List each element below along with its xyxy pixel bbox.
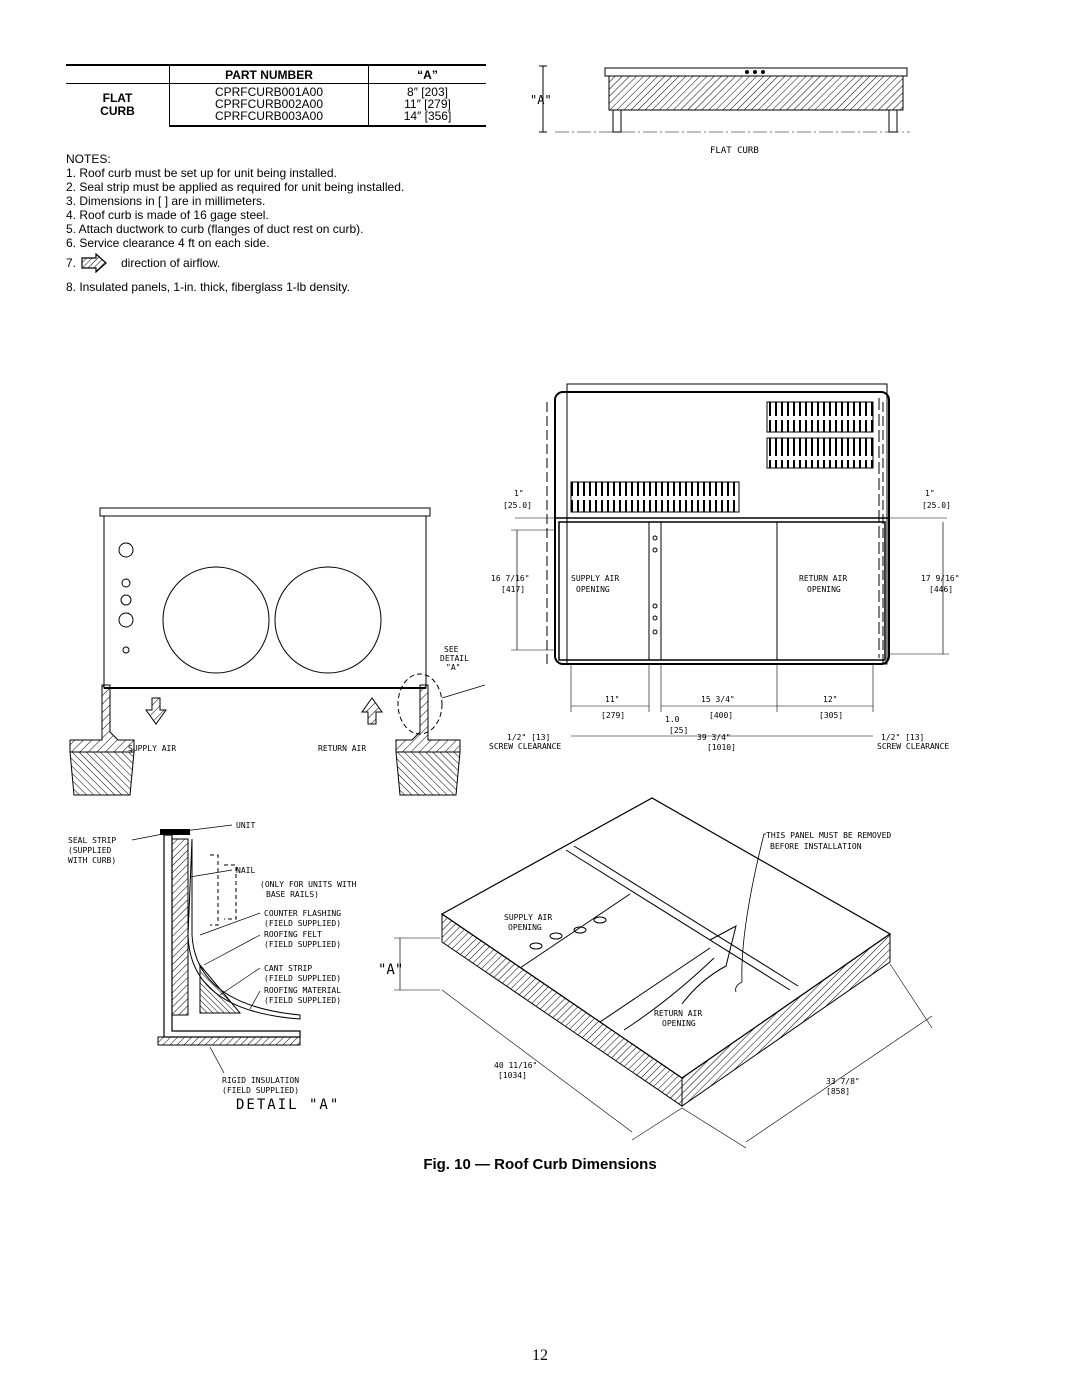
table-header-part: PART NUMBER (169, 64, 369, 84)
detail-felt-1: ROOFING FELT (264, 930, 322, 939)
detail-only-1: (ONLY FOR UNITS WITH (260, 880, 357, 889)
see-detail-2: DETAIL (440, 654, 469, 663)
plan-dim-11-2: [279] (601, 711, 625, 720)
iso-dim-33-1: 33 7/8" (826, 1077, 860, 1086)
iso-return-1: RETURN AIR (654, 1009, 702, 1018)
iso-supply-1: SUPPLY AIR (504, 913, 552, 922)
see-detail-3: "A" (446, 663, 460, 672)
detail-counter-2: (FIELD SUPPLIED) (264, 919, 341, 928)
part-number-table: PART NUMBER “A” FLAT CURB CPRFCURB001A00… (66, 64, 486, 127)
note-item: 4. Roof curb is made of 16 gage steel. (66, 208, 269, 222)
a-value-cell: 8″ [203] (368, 83, 486, 98)
plan-half-left-1: 1/2" [13] (507, 733, 550, 742)
note-item: 1. Roof curb must be set up for unit bei… (66, 166, 337, 180)
part-number-cell: CPRFCURB001A00 (169, 83, 369, 98)
row-label-flat: FLAT (102, 91, 133, 105)
iso-panel-note-1: THIS PANEL MUST BE REMOVED (766, 831, 891, 840)
detail-seal-1: SEAL STRIP (68, 836, 116, 845)
detail-mat-2: (FIELD SUPPLIED) (264, 996, 341, 1005)
table-row: CPRFCURB002A00 11″ [279] (66, 98, 486, 110)
detail-cant-1: CANT STRIP (264, 964, 312, 973)
plan-dim-1-2: [25] (669, 726, 688, 735)
iso-return-2: OPENING (662, 1019, 696, 1028)
plan-dim-3934-1: 39 3/4" (697, 733, 731, 742)
detail-seal-2: (SUPPLIED (68, 846, 112, 855)
part-number-cell: CPRFCURB003A00 (169, 110, 369, 127)
iso-dim-40-2: [1034] (498, 1071, 527, 1080)
note-airflow-number: 7. (66, 256, 77, 270)
plan-supply-label-2: OPENING (576, 585, 610, 594)
plan-left-dim-2: [417] (501, 585, 525, 594)
plan-return-label-1: RETURN AIR (799, 574, 847, 583)
curb-isometric-view: SUPPLY AIR OPENING RETURN AIR OPENING TH… (378, 797, 933, 1149)
plan-left-top-2: [25.0] (503, 501, 532, 510)
side-return-label: RETURN AIR (318, 744, 366, 753)
plan-dim-11-1: 11" (605, 695, 619, 704)
iso-dim-33-2: [858] (826, 1087, 850, 1096)
plan-half-right-1: 1/2" [13] (881, 733, 924, 742)
detail-felt-2: (FIELD SUPPLIED) (264, 940, 341, 949)
table-header-row: PART NUMBER “A” (66, 64, 486, 84)
table-header-a: “A” (368, 64, 486, 84)
note-airflow: 7. direction of airflow. (66, 253, 506, 274)
note-item: 8. Insulated panels, 1-in. thick, fiberg… (66, 280, 350, 294)
notes-block: NOTES: 1. Roof curb must be set up for u… (66, 152, 506, 294)
a-value-cell: 11″ [279] (368, 98, 486, 110)
detail-only-2: BASE RAILS) (266, 890, 319, 899)
flat-curb-a-label: "A" (530, 93, 552, 107)
plan-dim-1534-1: 15 3/4" (701, 695, 735, 704)
note-item: 6. Service clearance 4 ft on each side. (66, 236, 270, 250)
detail-a-drawing: UNIT SEAL STRIP (SUPPLIED WITH CURB) NAI… (68, 821, 357, 1110)
flat-curb-caption: FLAT CURB (710, 146, 759, 156)
plan-dim-1534-2: [400] (709, 711, 733, 720)
iso-supply-2: OPENING (508, 923, 542, 932)
a-value-cell: 14″ [356] (368, 110, 486, 127)
plan-left-top-1: 1" (514, 489, 524, 498)
detail-rigid-2: (FIELD SUPPLIED) (222, 1086, 299, 1095)
airflow-arrow-icon (81, 253, 107, 273)
row-label-curb: CURB (100, 104, 135, 118)
detail-counter-1: COUNTER FLASHING (264, 909, 341, 918)
detail-seal-3: WITH CURB) (68, 856, 116, 865)
flat-curb-drawing: "A" FLAT CURB (530, 65, 910, 156)
figure-caption: Fig. 10 — Roof Curb Dimensions (423, 1156, 657, 1173)
plan-return-label-2: OPENING (807, 585, 841, 594)
detail-unit-label: UNIT (236, 821, 255, 830)
curb-plan-view: SUPPLY AIR OPENING RETURN AIR OPENING 1"… (489, 383, 960, 752)
page-number: 12 (532, 1347, 548, 1364)
detail-a-title: DETAIL "A" (236, 1097, 340, 1110)
plan-left-dim-1: 16 7/16" (491, 574, 530, 583)
plan-dim-3934-2: [1010] (707, 743, 736, 752)
plan-right-dim-2: [446] (929, 585, 953, 594)
iso-dim-40-1: 40 11/16" (494, 1061, 537, 1070)
detail-nail-label: NAIL (236, 866, 255, 875)
detail-cant-2: (FIELD SUPPLIED) (264, 974, 341, 983)
unit-side-view: SUPPLY AIR RETURN AIR SEE DETAIL "A" (69, 507, 486, 796)
table-row: CPRFCURB003A00 14″ [356] (66, 110, 486, 127)
plan-half-left-2: SCREW CLEARANCE (489, 742, 561, 751)
see-detail-1: SEE (444, 645, 459, 654)
table-header-blank (66, 64, 170, 84)
plan-right-top-1: 1" (925, 489, 935, 498)
note-airflow-text: direction of airflow. (121, 256, 221, 270)
plan-supply-label-1: SUPPLY AIR (571, 574, 619, 583)
iso-panel-note-2: BEFORE INSTALLATION (770, 842, 862, 851)
plan-dim-12-1: 12" (823, 695, 837, 704)
plan-right-top-2: [25.0] (922, 501, 951, 510)
plan-dim-12-2: [305] (819, 711, 843, 720)
iso-a-label: "A" (378, 962, 403, 978)
part-number-cell: CPRFCURB002A00 (169, 98, 369, 110)
plan-dim-1-1: 1.0 (665, 715, 680, 724)
notes-title: NOTES: (66, 152, 111, 166)
table-row-label: FLAT CURB (66, 84, 170, 127)
side-supply-label: SUPPLY AIR (128, 744, 176, 753)
note-item: 2. Seal strip must be applied as require… (66, 180, 405, 194)
plan-right-dim-1: 17 9/16" (921, 574, 960, 583)
note-item: 5. Attach ductwork to curb (flanges of d… (66, 222, 364, 236)
note-item: 3. Dimensions in [ ] are in millimeters. (66, 194, 266, 208)
plan-half-right-2: SCREW CLEARANCE (877, 742, 949, 751)
detail-rigid-1: RIGID INSULATION (222, 1076, 299, 1085)
detail-mat-1: ROOFING MATERIAL (264, 986, 341, 995)
table-row: FLAT CURB CPRFCURB001A00 8″ [203] (66, 83, 486, 118)
